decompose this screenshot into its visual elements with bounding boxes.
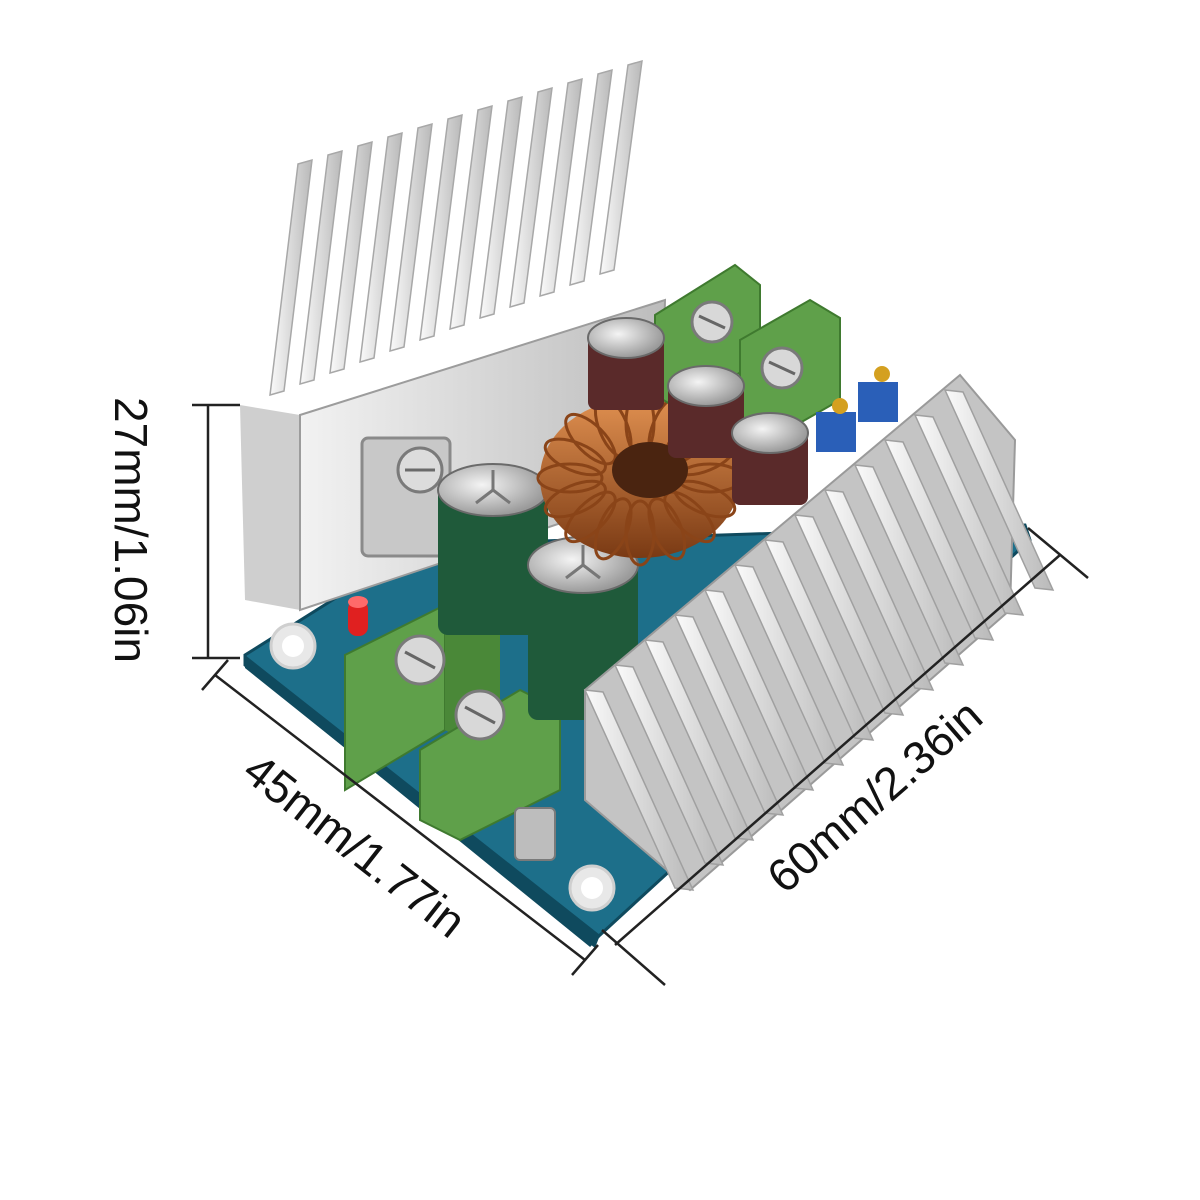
red-led bbox=[348, 596, 368, 636]
heatsink-fin bbox=[883, 439, 995, 641]
heatsink-fin bbox=[583, 689, 695, 891]
heatsink-fin bbox=[823, 489, 935, 691]
heatsink-fin bbox=[733, 564, 845, 766]
heatsink-fin bbox=[539, 77, 583, 298]
height-label: 27mm/1.06in bbox=[105, 397, 157, 663]
heatsink-fin bbox=[479, 95, 523, 320]
depth-dimension bbox=[201, 659, 599, 976]
heatsink-fin bbox=[599, 59, 643, 276]
heatsink-fin bbox=[703, 589, 815, 791]
coil-winding bbox=[543, 479, 607, 519]
heatsink-fin bbox=[853, 464, 965, 666]
coil-winding bbox=[543, 437, 607, 477]
heatsink-fin bbox=[943, 389, 1055, 591]
input-terminal-block bbox=[344, 603, 561, 842]
coil-winding bbox=[536, 462, 604, 494]
heatsink-fin bbox=[359, 131, 403, 364]
heatsink-fin bbox=[329, 140, 373, 375]
heatsink-fin bbox=[643, 639, 755, 841]
capacitor-maroon-2 bbox=[667, 365, 745, 458]
coil-winding bbox=[593, 497, 633, 561]
heatsink-fin bbox=[419, 113, 463, 342]
heatsink-fin bbox=[269, 158, 313, 397]
capacitor-maroon-3 bbox=[731, 412, 809, 505]
heatsink-fin bbox=[449, 104, 493, 331]
heatsink-fin bbox=[569, 68, 613, 287]
front-heatsink bbox=[583, 373, 1055, 892]
length-dimension bbox=[601, 527, 1089, 986]
heatsink-fin bbox=[763, 539, 875, 741]
heatsink-fin bbox=[299, 149, 343, 386]
capacitor-green-1 bbox=[437, 463, 549, 635]
trimmer-potentiometers bbox=[816, 366, 898, 452]
heatsink-fin bbox=[913, 414, 1025, 616]
heatsink-fin bbox=[673, 614, 785, 816]
heatsink-fin bbox=[613, 664, 725, 866]
heatsink-fin bbox=[389, 122, 433, 353]
small-inductor bbox=[514, 807, 556, 861]
heatsink-fin bbox=[793, 514, 905, 716]
capacitor-maroon-1 bbox=[587, 317, 665, 410]
heatsink-fin bbox=[509, 86, 553, 309]
height-dimension bbox=[192, 403, 240, 660]
coil-winding bbox=[564, 490, 617, 544]
